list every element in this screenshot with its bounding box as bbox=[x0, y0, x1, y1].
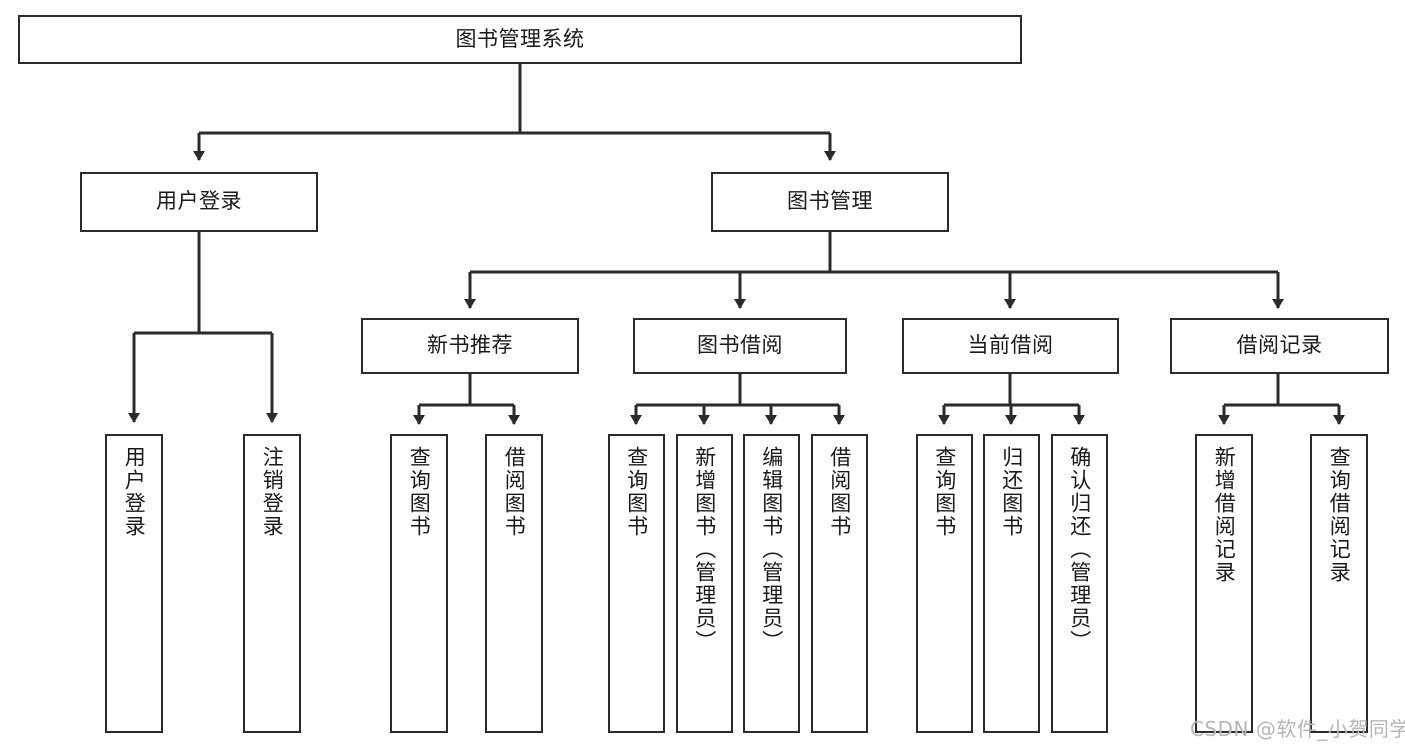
leaf-edit-book-label: 编辑图书（管理员） bbox=[759, 446, 784, 653]
leaf-user-login-label: 用户登录 bbox=[122, 446, 147, 538]
leaf-query-book-3[interactable]: 查询图书 bbox=[916, 434, 973, 733]
node-borrow-record[interactable]: 借阅记录 bbox=[1170, 318, 1389, 374]
leaf-confirm-return-label: 确认归还（管理员） bbox=[1067, 446, 1092, 653]
leaf-edit-book[interactable]: 编辑图书（管理员） bbox=[743, 434, 800, 733]
leaf-add-borrow-record-label: 新增借阅记录 bbox=[1212, 446, 1237, 584]
node-root-label: 图书管理系统 bbox=[455, 26, 585, 51]
leaf-borrow-book-2-label: 借阅图书 bbox=[827, 446, 852, 538]
leaf-logout-label: 注销登录 bbox=[260, 446, 285, 538]
edges-borrow-record-to-leaves bbox=[1218, 374, 1345, 425]
edges-current-borrow-to-leaves bbox=[938, 374, 1085, 425]
node-new-book-recommend-label: 新书推荐 bbox=[427, 333, 513, 358]
node-user-login[interactable]: 用户登录 bbox=[80, 172, 318, 232]
leaf-borrow-book-1-label: 借阅图书 bbox=[502, 446, 527, 538]
leaf-borrow-book-2[interactable]: 借阅图书 bbox=[811, 434, 868, 733]
leaf-return-book-label: 归还图书 bbox=[999, 446, 1024, 538]
leaf-add-book[interactable]: 新增图书（管理员） bbox=[676, 434, 733, 733]
leaf-logout[interactable]: 注销登录 bbox=[243, 434, 301, 733]
leaf-query-book-3-label: 查询图书 bbox=[932, 446, 957, 538]
leaf-add-book-label: 新增图书（管理员） bbox=[692, 446, 717, 653]
node-new-book-recommend[interactable]: 新书推荐 bbox=[361, 318, 579, 374]
edges-user-login-to-leaves bbox=[128, 232, 278, 423]
node-book-manage[interactable]: 图书管理 bbox=[711, 172, 949, 232]
leaf-query-book-1-label: 查询图书 bbox=[407, 446, 432, 538]
node-root[interactable]: 图书管理系统 bbox=[18, 15, 1022, 64]
leaf-query-borrow-record-label: 查询借阅记录 bbox=[1327, 446, 1352, 584]
leaf-confirm-return[interactable]: 确认归还（管理员） bbox=[1051, 434, 1108, 733]
leaf-query-book-1[interactable]: 查询图书 bbox=[390, 434, 448, 733]
leaf-user-login[interactable]: 用户登录 bbox=[105, 434, 163, 733]
leaf-query-borrow-record[interactable]: 查询借阅记录 bbox=[1310, 434, 1368, 733]
csdn-watermark: CSDN @软件_小贺同学 bbox=[1190, 717, 1405, 741]
leaf-query-book-2[interactable]: 查询图书 bbox=[608, 434, 665, 733]
node-book-borrow-label: 图书借阅 bbox=[697, 333, 783, 358]
edges-book-manage-to-level2 bbox=[464, 232, 1284, 309]
node-borrow-record-label: 借阅记录 bbox=[1236, 333, 1323, 358]
leaf-borrow-book-1[interactable]: 借阅图书 bbox=[485, 434, 543, 733]
node-user-login-label: 用户登录 bbox=[156, 189, 242, 214]
leaf-query-book-2-label: 查询图书 bbox=[624, 446, 649, 538]
node-book-borrow[interactable]: 图书借阅 bbox=[633, 318, 847, 374]
node-current-borrow-label: 当前借阅 bbox=[967, 333, 1054, 358]
leaf-add-borrow-record[interactable]: 新增借阅记录 bbox=[1195, 434, 1253, 733]
edges-root-to-level1 bbox=[193, 64, 836, 161]
edges-new-book-rec-to-leaves bbox=[413, 374, 520, 425]
node-book-manage-label: 图书管理 bbox=[787, 189, 873, 214]
leaf-return-book[interactable]: 归还图书 bbox=[983, 434, 1040, 733]
node-current-borrow[interactable]: 当前借阅 bbox=[902, 318, 1119, 374]
edges-book-borrow-to-leaves bbox=[630, 374, 845, 425]
